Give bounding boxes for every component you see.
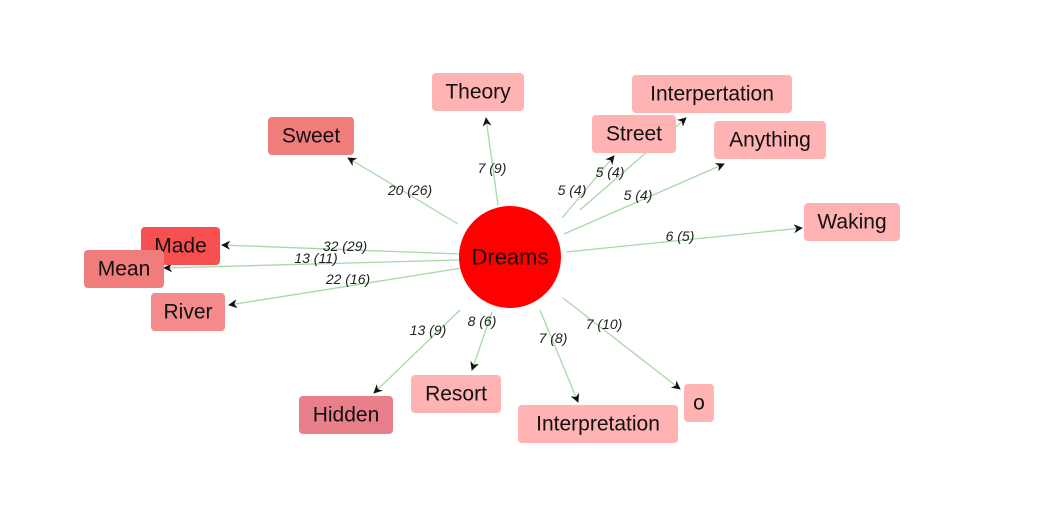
- node-interpretation[interactable]: Interpretation: [518, 405, 678, 443]
- edge-label-resort: 8 (6): [468, 313, 497, 329]
- node-resort[interactable]: Resort: [411, 375, 501, 413]
- node-label-river: River: [163, 301, 212, 324]
- node-theory[interactable]: Theory: [432, 73, 524, 111]
- node-label-interpertation: Interpertation: [650, 83, 774, 106]
- node-waking[interactable]: Waking: [804, 203, 900, 241]
- edge-label-sweet: 20 (26): [387, 182, 432, 198]
- center-node-dreams[interactable]: [459, 206, 561, 308]
- node-box-hidden[interactable]: [299, 396, 393, 434]
- node-anything[interactable]: Anything: [714, 121, 826, 159]
- node-street[interactable]: Street: [592, 115, 676, 153]
- edge-label-street: 5 (4): [558, 182, 587, 198]
- node-box-o[interactable]: [684, 384, 714, 422]
- node-box-waking[interactable]: [804, 203, 900, 241]
- node-label-waking: Waking: [817, 211, 886, 234]
- node-label-mean: Mean: [98, 258, 151, 281]
- edge-labels-layer: 7 (9)5 (4)5 (4)5 (4)20 (26)6 (5)32 (29)1…: [294, 160, 694, 346]
- edge-waking: [565, 224, 803, 253]
- edge-label-river: 22 (16): [325, 271, 370, 287]
- edge-theory: [482, 117, 499, 206]
- node-label-sweet: Sweet: [282, 125, 341, 148]
- node-box-interpretation[interactable]: [518, 405, 678, 443]
- node-box-resort[interactable]: [411, 375, 501, 413]
- edge-o: [562, 297, 681, 390]
- node-label-theory: Theory: [445, 81, 511, 104]
- node-label-hidden: Hidden: [313, 404, 380, 427]
- edge-mean: [163, 259, 461, 273]
- node-hidden[interactable]: Hidden: [299, 396, 393, 434]
- edge-interpretation: [539, 309, 580, 403]
- edge-label-o: 7 (10): [586, 316, 623, 332]
- node-label-made: Made: [154, 235, 207, 258]
- node-box-mean[interactable]: [84, 250, 164, 288]
- edge-made: [221, 240, 461, 255]
- center-node-group[interactable]: Dreams: [459, 206, 561, 308]
- node-label-resort: Resort: [425, 383, 487, 406]
- edge-hidden: [373, 309, 461, 394]
- node-label-street: Street: [606, 123, 662, 146]
- edge-river: [228, 267, 463, 309]
- node-box-street[interactable]: [592, 115, 676, 153]
- node-label-anything: Anything: [729, 129, 811, 152]
- node-interpertation[interactable]: Interpertation: [632, 75, 792, 113]
- edge-resort: [470, 311, 493, 371]
- edge-label-interpretation: 7 (8): [539, 330, 568, 346]
- edge-label-mean: 13 (11): [294, 250, 337, 266]
- edge-street: [561, 155, 615, 219]
- edge-label-waking: 6 (5): [666, 228, 695, 244]
- center-node-label: Dreams: [471, 245, 548, 270]
- node-box-interpertation[interactable]: [632, 75, 792, 113]
- node-box-theory[interactable]: [432, 73, 524, 111]
- edge-label-made: 32 (29): [323, 238, 367, 254]
- edge-label-theory: 7 (9): [478, 160, 507, 176]
- node-o[interactable]: o: [684, 384, 714, 422]
- node-box-anything[interactable]: [714, 121, 826, 159]
- edge-label-anything: 5 (4): [624, 187, 653, 203]
- node-label-o: o: [693, 392, 705, 415]
- node-mean[interactable]: Mean: [84, 250, 164, 288]
- node-river[interactable]: River: [151, 293, 225, 331]
- node-sweet[interactable]: Sweet: [268, 117, 354, 155]
- edge-label-interpertation: 5 (4): [596, 164, 625, 180]
- node-label-interpretation: Interpretation: [536, 413, 660, 436]
- edge-anything: [563, 163, 725, 235]
- node-box-sweet[interactable]: [268, 117, 354, 155]
- edges-layer: [163, 117, 803, 403]
- edge-label-hidden: 13 (9): [410, 322, 447, 338]
- node-box-river[interactable]: [151, 293, 225, 331]
- edge-sweet: [347, 157, 459, 225]
